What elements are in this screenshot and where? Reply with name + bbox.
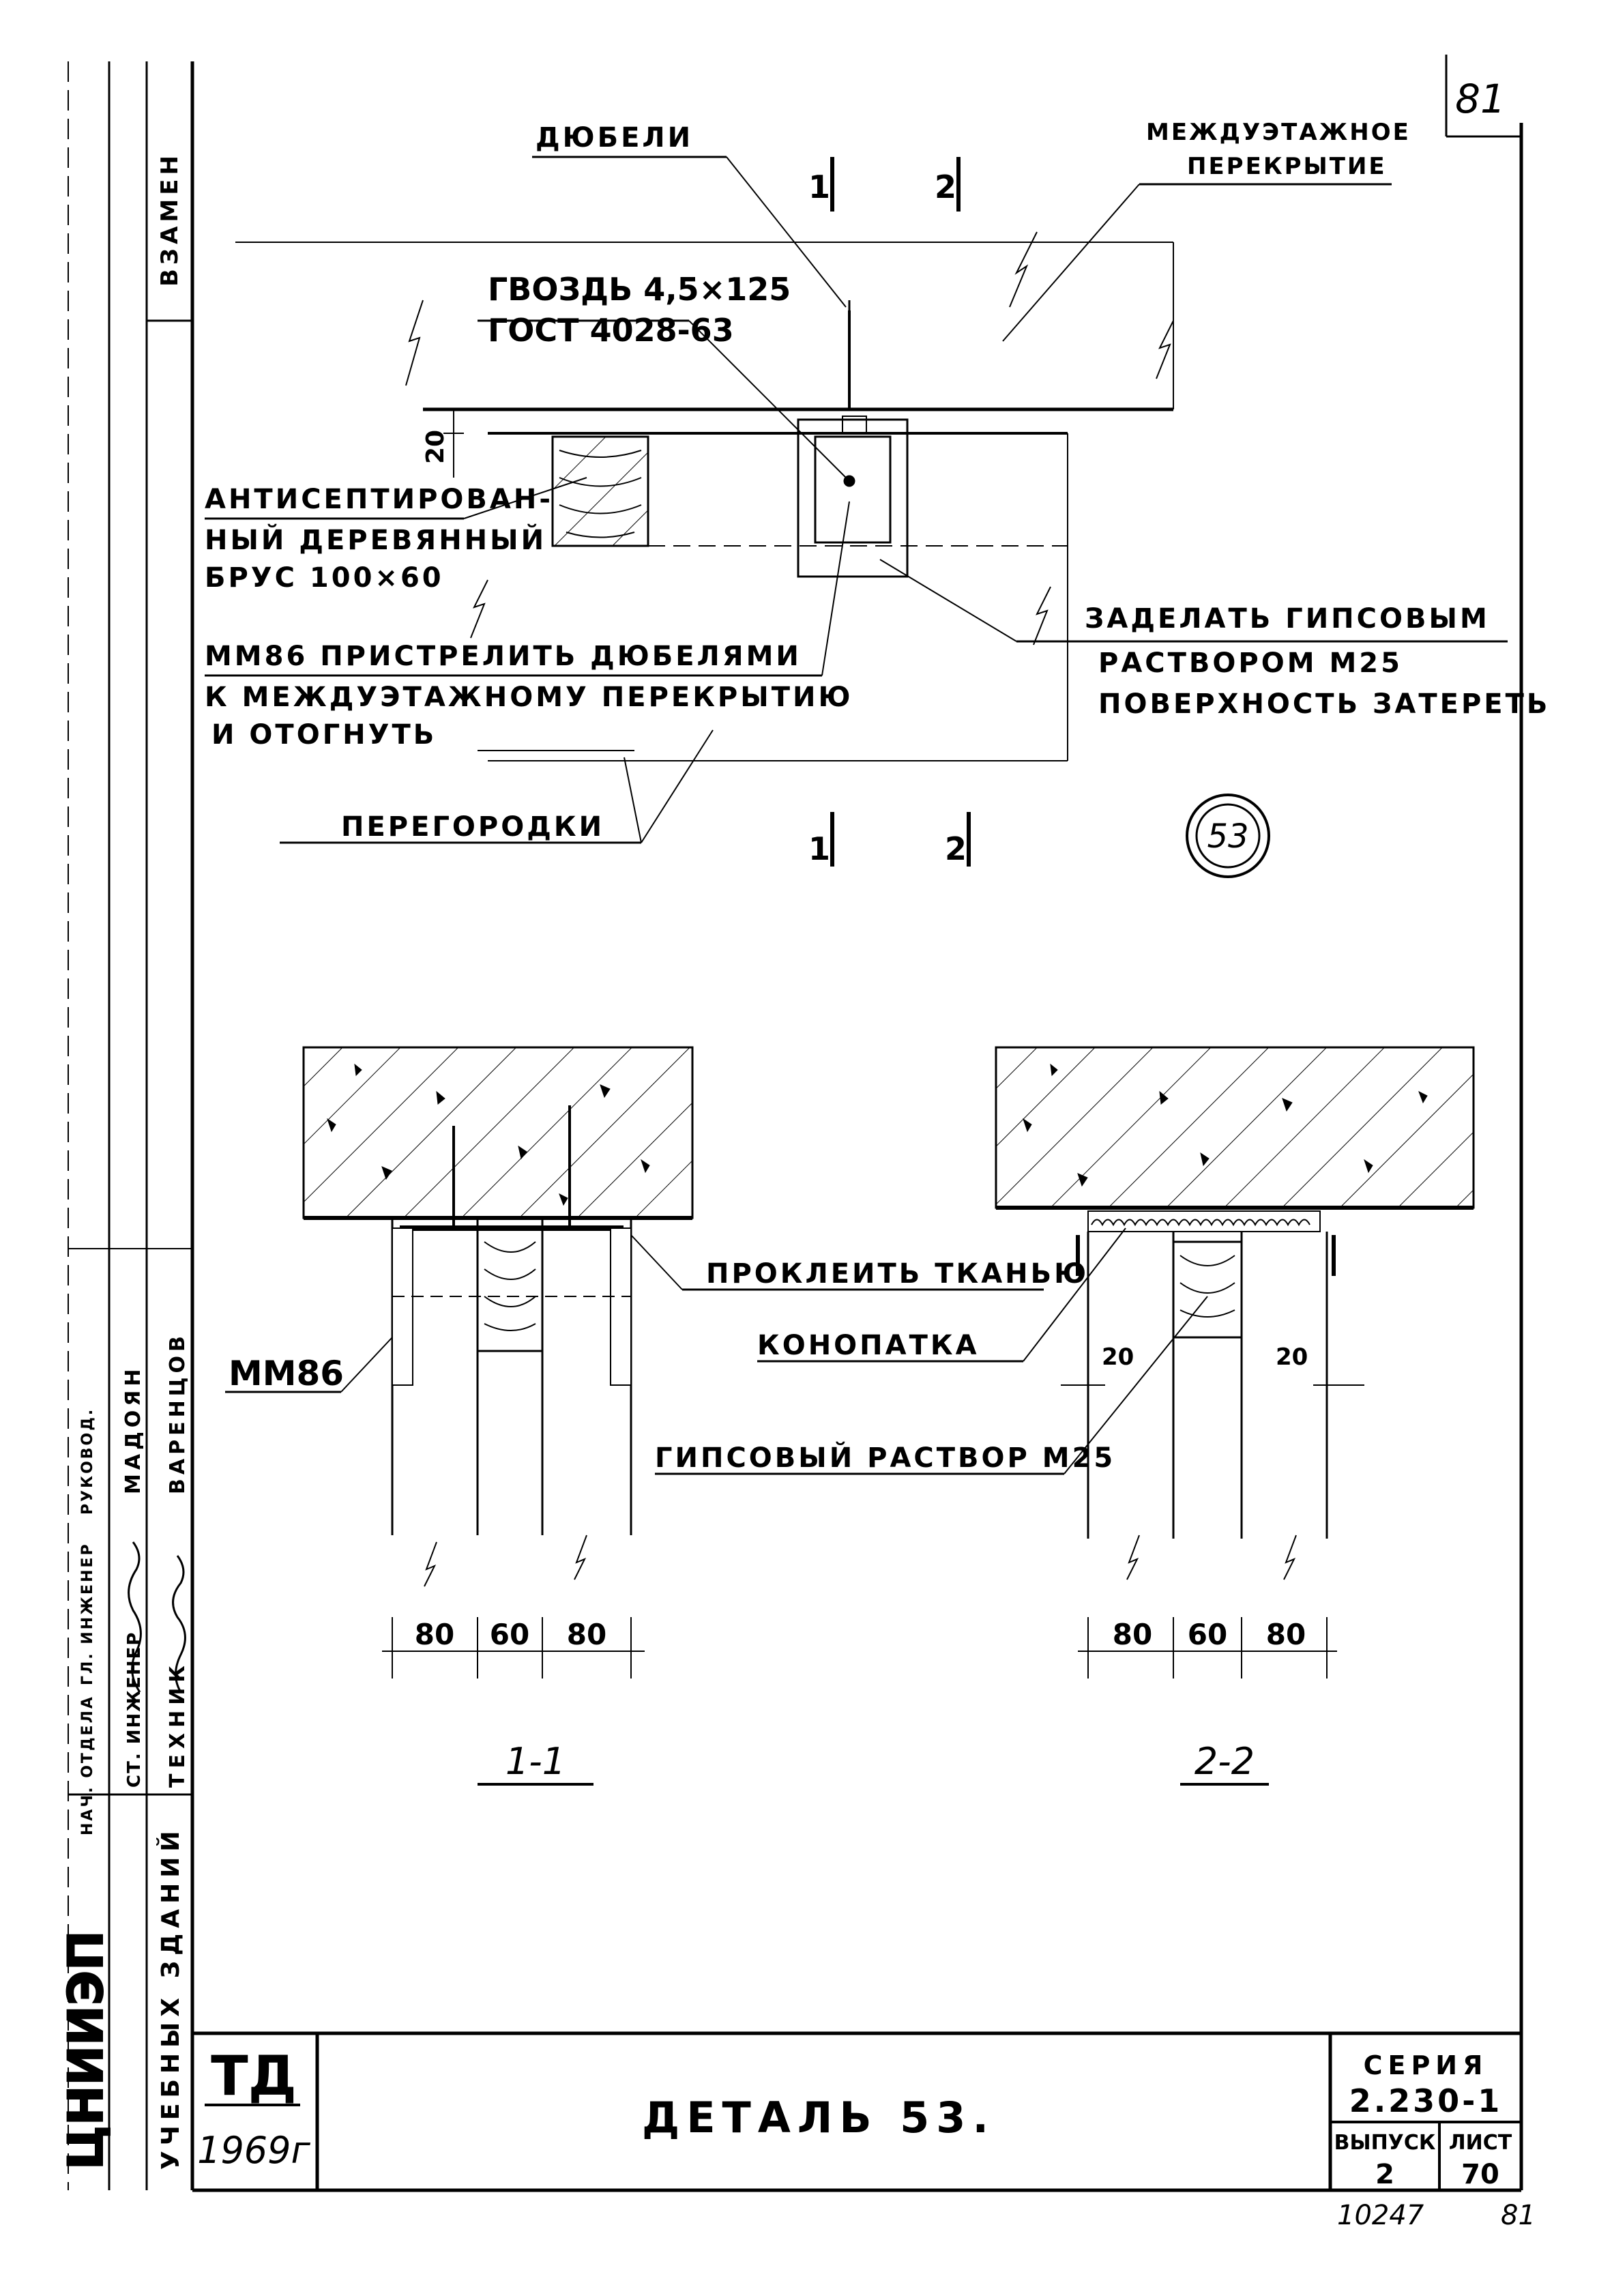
nach-otdela-label: НАЧ. ОТДЕЛА [79,1695,96,1835]
plan-labels: ДЮБЕЛИ МЕЖДУЭТАЖНОЕ ПЕРЕКРЫТИЕ ГВОЗДЬ 4,… [205,119,1550,867]
peregorodki-label: ПЕРЕГОРОДКИ [341,811,604,843]
list-label: ЛИСТ [1449,2131,1512,2155]
cut-mark-1-bottom: 1 [808,830,830,867]
vzamen-label: ВЗАМЕН [156,151,184,287]
gap-20-left: 20 [1102,1343,1134,1371]
mm86-instruction-2: К МЕЖДУЭТАЖНОМУ ПЕРЕКРЫТИЮ [205,682,853,713]
zadelat-label-3: ПОВЕРХНОСТЬ ЗАТЕРЕТЬ [1098,688,1550,720]
mezhduetazhnoe-label-1: МЕЖДУЭТАЖНОЕ [1146,119,1411,146]
tekhnik-label: ТЕХНИК [166,1660,190,1788]
gvozd-label-1: ГВОЗДЬ 4,5×125 [488,271,791,308]
seria-value: 2.230-1 [1349,2082,1503,2119]
brus-label-1: АНТИСЕПТИРОВАН- [205,484,553,515]
signature-madoyan [128,1541,142,1693]
dim-80-right-1: 80 [567,1618,606,1651]
section-1-1-labels: ММ86 ПРОКЛЕИТЬ ТКАНЬЮ 80 60 80 1-1 [229,1258,1089,1783]
dim-80-right-2: 80 [1266,1618,1306,1651]
gl-inzhener-label: ГЛ. ИНЖЕНЕР [79,1542,96,1685]
gvozd-label-2: ГОСТ 4028-63 [488,312,734,349]
cut-mark-1-top: 1 [808,169,830,205]
dim-80-left-1: 80 [415,1618,454,1651]
mm86-instruction-1: ММ86 ПРИСТРЕЛИТЬ ДЮБЕЛЯМИ [205,641,802,672]
dyubeli-label: ДЮБЕЛИ [536,122,693,154]
zadelat-label-2: РАСТВОРОМ М25 [1098,648,1403,679]
footer-archive-number: 10247 [1337,2200,1424,2231]
drawing-title: ДЕТАЛЬ 53. [642,2093,995,2142]
dim-60-1: 60 [490,1618,529,1651]
sheet-frame [68,55,1523,2192]
cut-mark-2-bottom: 2 [945,830,967,867]
td-mark: ТД [211,2044,297,2108]
varentsov-label: ВАРЕНЦОВ [166,1332,190,1494]
section-1-1 [225,1046,1044,1786]
title-block [192,2031,1521,2190]
dim-20-plan: 20 [422,430,450,464]
title-block-labels: ТД 1969г ДЕТАЛЬ 53. СЕРИЯ 2.230-1 ВЫПУСК… [197,2044,1512,2190]
section-2-2-title: 2-2 [1195,1740,1255,1783]
dim-80-left-2: 80 [1113,1618,1152,1651]
gips-label: ГИПСОВЫЙ РАСТВОР М25 [655,1441,1115,1474]
seria-label: СЕРИЯ [1364,2050,1489,2080]
section-2-2 [655,1046,1475,1786]
signature-varentsov [172,1555,186,1693]
cut-mark-2-top: 2 [935,169,956,205]
mm86-label: ММ86 [229,1354,344,1393]
dim-60-2: 60 [1188,1618,1227,1651]
zadelat-label-1: ЗАДЕЛАТЬ ГИПСОВЫМ [1085,603,1490,635]
sheet-number-top: 81 [1455,76,1506,122]
section-1-1-title: 1-1 [505,1740,566,1783]
plan-view [205,156,1508,878]
vypusk-value: 2 [1375,2159,1394,2190]
vypusk-label: ВЫПУСК [1334,2131,1436,2155]
rukovoditel-label: РУКОВОД. [79,1408,96,1515]
gap-20-right: 20 [1276,1343,1308,1371]
year-label: 1969г [197,2129,310,2172]
list-value: 70 [1461,2159,1499,2190]
section-2-2-labels: КОНОПАТКА ГИПСОВЫЙ РАСТВОР М25 20 20 80 … [655,1330,1308,1783]
left-margin: ВЗАМЕН НАЧ. ОТДЕЛА ГЛ. ИНЖЕНЕР РУКОВОД. … [57,151,190,2170]
org-logo: ЦНИИЭП [58,1930,114,2170]
mm86-instruction-3: И ОТОГНУТЬ [211,719,437,751]
mezhduetazhnoe-label-2: ПЕРЕКРЫТИЕ [1187,153,1387,180]
brus-label-3: БРУС 100×60 [205,562,444,594]
detail-number-circle: 53 [1207,817,1248,856]
konopatka-label: КОНОПАТКА [757,1330,980,1361]
proklet-label: ПРОКЛЕИТЬ ТКАНЬЮ [706,1258,1089,1290]
madoyan-label: МАДОЯН [121,1365,145,1494]
brus-label-2: НЫЙ ДЕРЕВЯННЫЙ [205,523,546,556]
org-name: УЧЕБНЫХ ЗДАНИЙ [156,1826,185,2170]
footer-sheet-number: 81 [1501,2200,1536,2231]
